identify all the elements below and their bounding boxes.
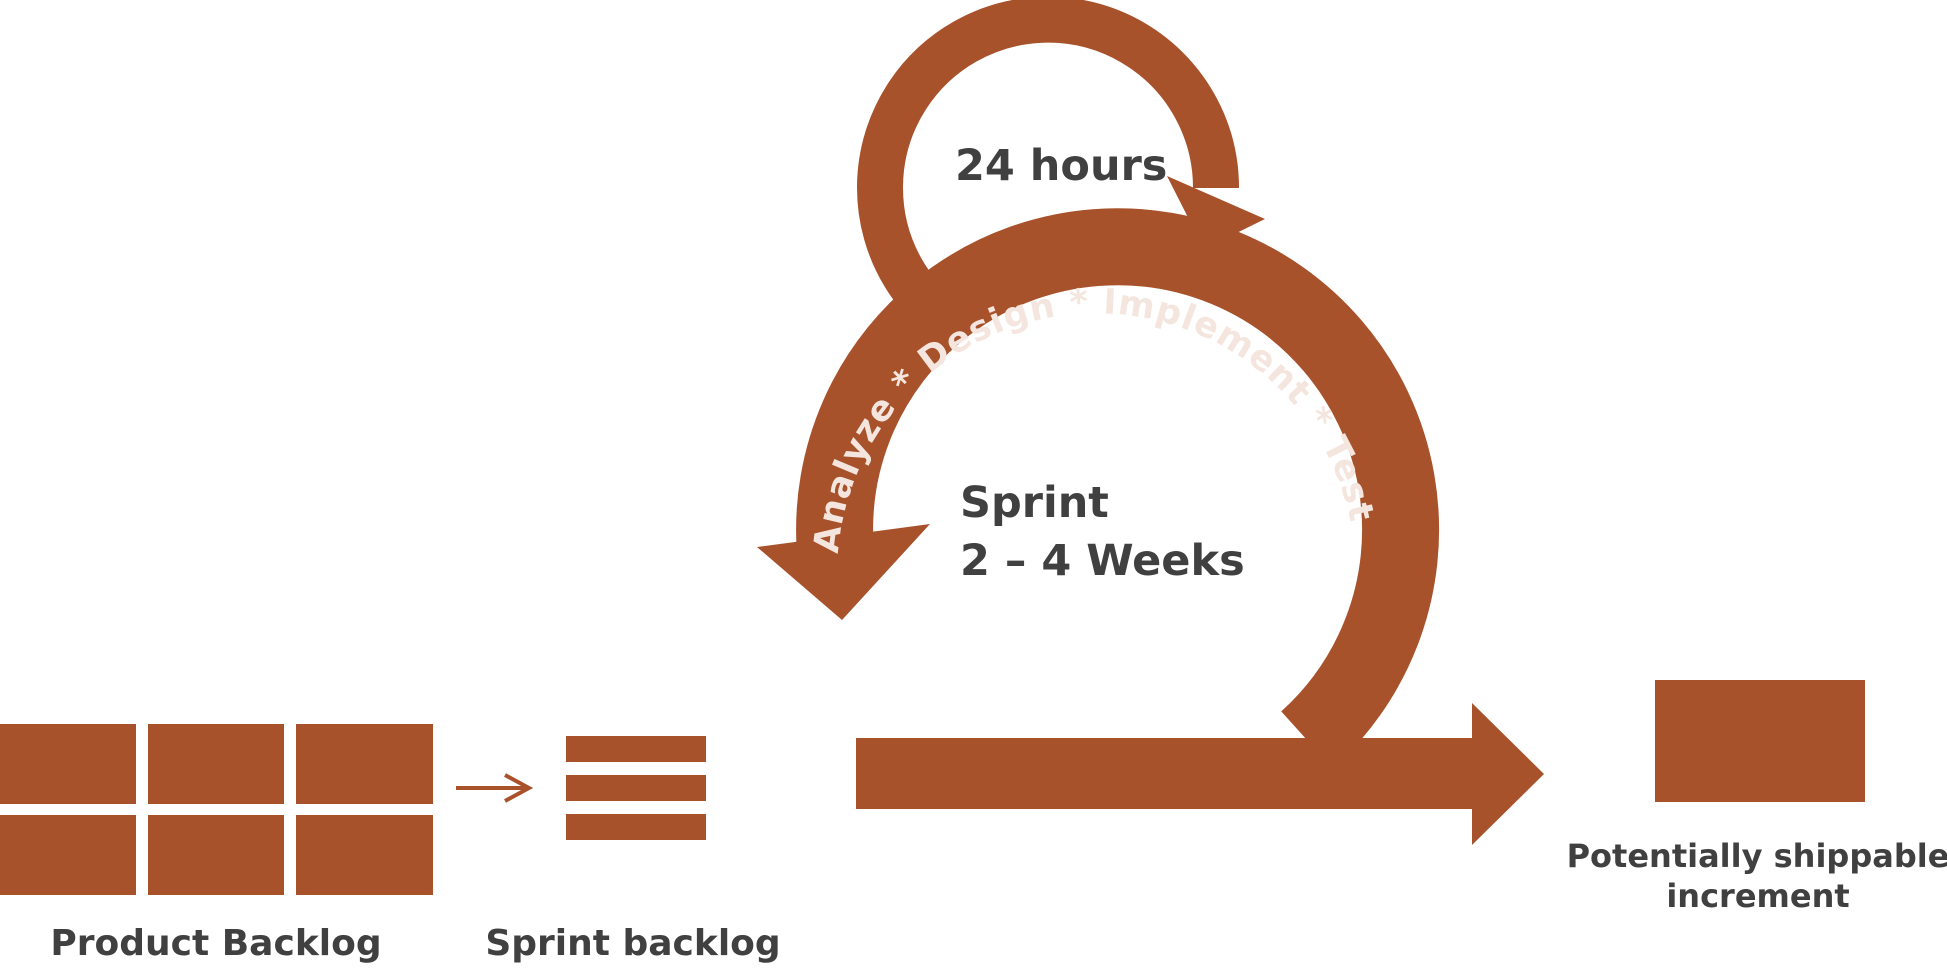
sprint-backlog-bar-2 (566, 775, 706, 801)
sprint-title-label: Sprint (960, 478, 1109, 528)
backlog-to-sprint-arrow (456, 773, 534, 803)
product-backlog-label: Product Backlog (50, 923, 381, 964)
backlog-block-3 (296, 724, 433, 804)
increment-label-line2: increment (1666, 877, 1849, 915)
sprint-backlog-blocks (566, 736, 706, 840)
sprint-backlog-bar-1 (566, 736, 706, 762)
backlog-block-6 (296, 815, 433, 895)
sprint-backlog-bar-3 (566, 814, 706, 840)
backlog-block-4 (0, 815, 136, 895)
daily-loop-arc (857, 0, 1239, 352)
product-backlog-blocks (0, 724, 433, 895)
backlog-block-1 (0, 724, 136, 804)
sprint-duration-label: 2 – 4 Weeks (960, 536, 1245, 586)
backlog-block-2 (148, 724, 284, 804)
sprint-backlog-label: Sprint backlog (485, 923, 780, 964)
daily-loop-arrowhead (1167, 176, 1265, 249)
increment-block (1655, 680, 1865, 802)
daily-cycle-label: 24 hours (955, 141, 1167, 191)
increment-label-line1: Potentially shippable (1567, 837, 1947, 875)
sprint-loop-arc (796, 208, 1440, 769)
main-flow-arrow (856, 703, 1544, 845)
backlog-block-5 (148, 815, 284, 895)
sprint-loop-arrowhead (757, 524, 930, 620)
